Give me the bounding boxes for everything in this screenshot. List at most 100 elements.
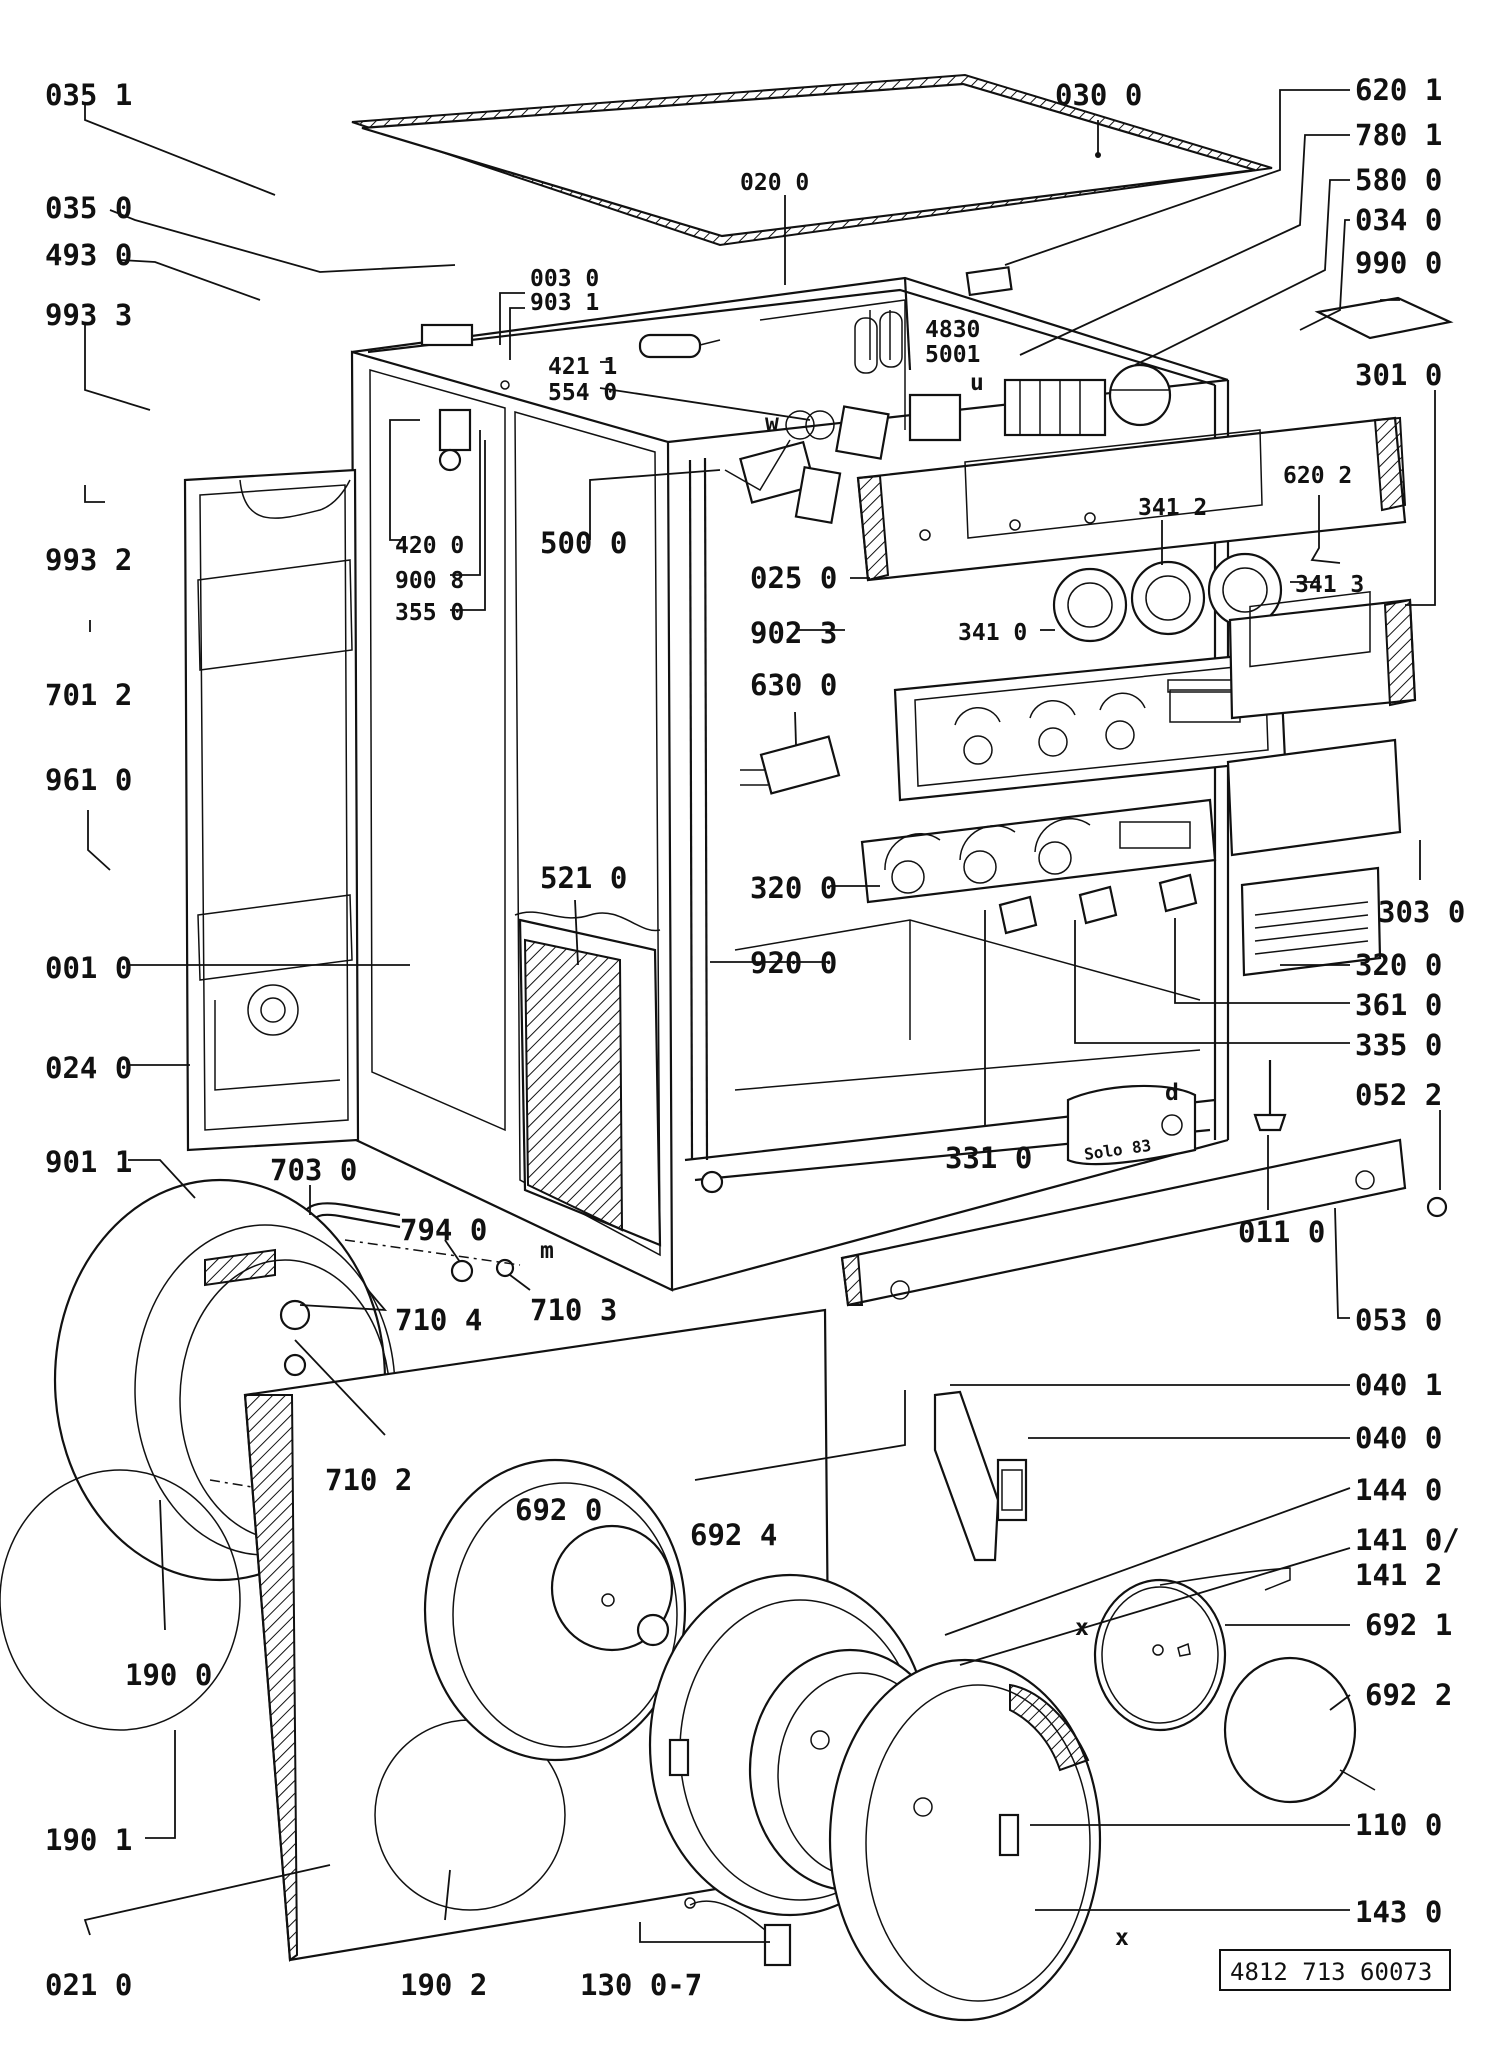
label-421-1: 421 1 [548, 354, 617, 380]
label-500-0: 500 0 [540, 526, 627, 560]
label-024-0: 024 0 [45, 1051, 132, 1085]
electrical-components [638, 266, 1172, 525]
reference-number-box: 4812 713 60073 [1219, 1949, 1451, 1991]
label-303-0: 303 0 [1378, 895, 1465, 929]
label-341-3: 341 3 [1295, 572, 1364, 598]
knobs [998, 873, 1198, 935]
service-flap [1066, 1084, 1197, 1166]
label-961-0: 961 0 [45, 763, 132, 797]
label-040-1: 040 1 [1355, 1368, 1442, 1402]
label-493-0: 493 0 [45, 238, 132, 272]
letter-x-left: x [1075, 1615, 1089, 1641]
label-920-0: 920 0 [750, 946, 837, 980]
label-011-0: 011 0 [1238, 1215, 1325, 1249]
label-320-0-b: 320 0 [1355, 948, 1442, 982]
front-fascia [893, 650, 1287, 802]
door-catch-040 [933, 1390, 1028, 1562]
door-switch-130 [684, 1897, 792, 1967]
label-141-0: 141 0/ [1355, 1523, 1460, 1557]
label-420-0: 420 0 [395, 533, 464, 559]
label-341-0: 341 0 [958, 620, 1027, 646]
letter-d: d [1165, 1080, 1179, 1106]
letter-u: u [970, 370, 984, 396]
label-030-0: 030 0 [1055, 78, 1142, 112]
label-903-1: 903 1 [530, 290, 599, 316]
reference-number: 4812 713 60073 [1230, 1958, 1432, 1986]
label-580-0: 580 0 [1355, 163, 1442, 197]
inner-glass-692-1 [1093, 1567, 1291, 1732]
back-panel [183, 468, 360, 1152]
label-190-0: 190 0 [125, 1658, 212, 1692]
label-710-2: 710 2 [325, 1463, 412, 1497]
label-901-1: 901 1 [45, 1145, 132, 1179]
label-902-3: 902 3 [750, 616, 837, 650]
label-035-0: 035 0 [45, 191, 132, 225]
label-110-0: 110 0 [1355, 1808, 1442, 1842]
door-interlock-630 [740, 735, 841, 795]
letter-w: w [765, 410, 779, 436]
label-190-2: 190 2 [400, 1968, 487, 2002]
label-053-0: 053 0 [1355, 1303, 1442, 1337]
label-130-0-7: 130 0-7 [580, 1968, 702, 2002]
label-630-0: 630 0 [750, 668, 837, 702]
top-cover [351, 73, 1273, 247]
leader-lines [83, 89, 1441, 1943]
label-355-0: 355 0 [395, 600, 464, 626]
label-035-1: 035 1 [45, 78, 132, 112]
label-620-2: 620 2 [1283, 463, 1352, 489]
part-labels: 035 1 035 0 493 0 993 3 993 2 701 2 961 … [45, 73, 1465, 2002]
upper-fascia-301 [1228, 598, 1417, 720]
label-900-8: 900 8 [395, 568, 464, 594]
hose-clamp-parts [420, 323, 510, 472]
door-frame-143 [828, 1658, 1102, 2022]
card-990 [1314, 296, 1454, 340]
label-521-0: 521 0 [540, 861, 627, 895]
label-5001: 5001 [925, 342, 980, 368]
label-190-1: 190 1 [45, 1823, 132, 1857]
control-panel-rear [856, 416, 1407, 582]
glass-bowl-692-2 [1223, 1656, 1376, 1804]
label-993-3: 993 3 [45, 298, 132, 332]
label-052-2: 052 2 [1355, 1078, 1442, 1112]
label-341-2: 341 2 [1138, 495, 1207, 521]
door-seal-692 [423, 1458, 687, 1762]
label-034-0: 034 0 [1355, 203, 1442, 237]
label-692-2: 692 2 [1365, 1678, 1452, 1712]
label-301-0: 301 0 [1355, 358, 1442, 392]
label-003-0: 003 0 [530, 266, 599, 292]
label-703-0: 703 0 [270, 1153, 357, 1187]
program-dials [1052, 552, 1283, 643]
plinth-panel [840, 1138, 1448, 1307]
electronics-box-303 [1226, 590, 1402, 857]
label-143-0: 143 0 [1355, 1895, 1442, 1929]
label-710-3: 710 3 [530, 1293, 617, 1327]
label-025-0: 025 0 [750, 561, 837, 595]
letter-m: m [540, 1238, 554, 1264]
label-144-0: 144 0 [1355, 1473, 1442, 1507]
label-692-1: 692 1 [1365, 1608, 1452, 1642]
label-692-4: 692 4 [690, 1518, 777, 1552]
label-794-0: 794 0 [400, 1213, 487, 1247]
inner-panel-521 [514, 911, 662, 1247]
label-361-0: 361 0 [1355, 988, 1442, 1022]
label-4830: 4830 [925, 317, 980, 343]
label-780-1: 780 1 [1355, 118, 1442, 152]
label-990-0: 990 0 [1355, 246, 1442, 280]
label-320-0-a: 320 0 [750, 871, 837, 905]
adjustable-foot [1253, 1060, 1287, 1132]
drum-shell-190-1 [0, 1469, 241, 1731]
label-020-0: 020 0 [740, 170, 809, 196]
label-710-4: 710 4 [395, 1303, 482, 1337]
label-993-2: 993 2 [45, 543, 132, 577]
label-335-0: 335 0 [1355, 1028, 1442, 1062]
label-001-0: 001 0 [45, 951, 132, 985]
label-701-2: 701 2 [45, 678, 132, 712]
letter-x-bottom: x [1115, 1925, 1129, 1951]
label-040-0: 040 0 [1355, 1421, 1442, 1455]
label-plate-320 [1240, 866, 1382, 977]
label-141-2: 141 2 [1355, 1558, 1442, 1592]
label-554-0: 554 0 [548, 380, 617, 406]
label-620-1: 620 1 [1355, 73, 1442, 107]
label-331-0: 331 0 [945, 1141, 1032, 1175]
